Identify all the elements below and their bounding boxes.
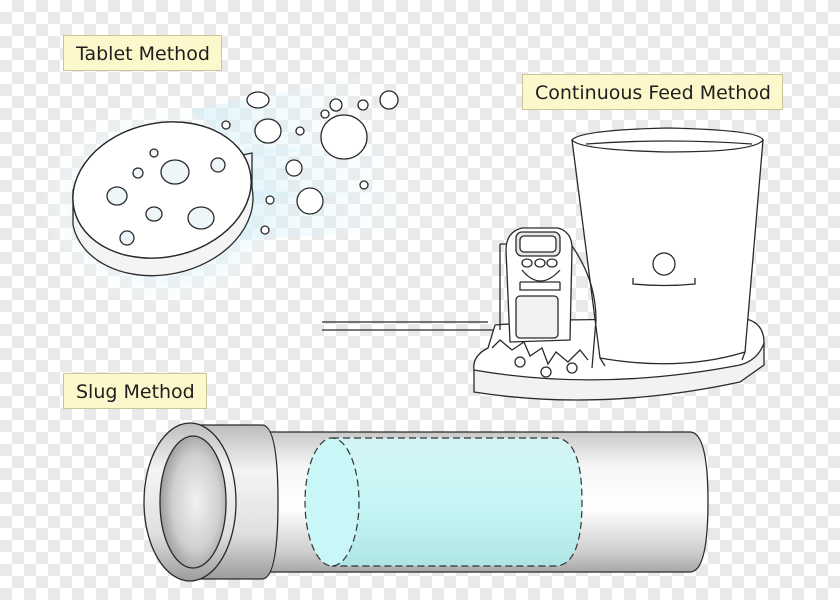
continuous-feed-illustration — [322, 127, 765, 401]
feed-tank-icon — [571, 127, 764, 367]
spray-streak — [240, 190, 500, 240]
slug-segment-icon — [304, 437, 583, 567]
feed-line — [322, 321, 494, 331]
tablet-method-illustration — [40, 70, 500, 310]
spray-streak — [230, 140, 470, 200]
continuous-feed-method-label: Continuous Feed Method — [522, 74, 783, 110]
bubbles-icon — [221, 90, 399, 235]
tablet-disc-icon — [72, 121, 254, 277]
spray-streak — [190, 70, 430, 160]
slug-method-illustration — [143, 422, 709, 582]
tablet-method-label: Tablet Method — [63, 35, 222, 71]
feed-pump-icon — [491, 227, 597, 378]
slug-method-label: Slug Method — [63, 373, 207, 409]
